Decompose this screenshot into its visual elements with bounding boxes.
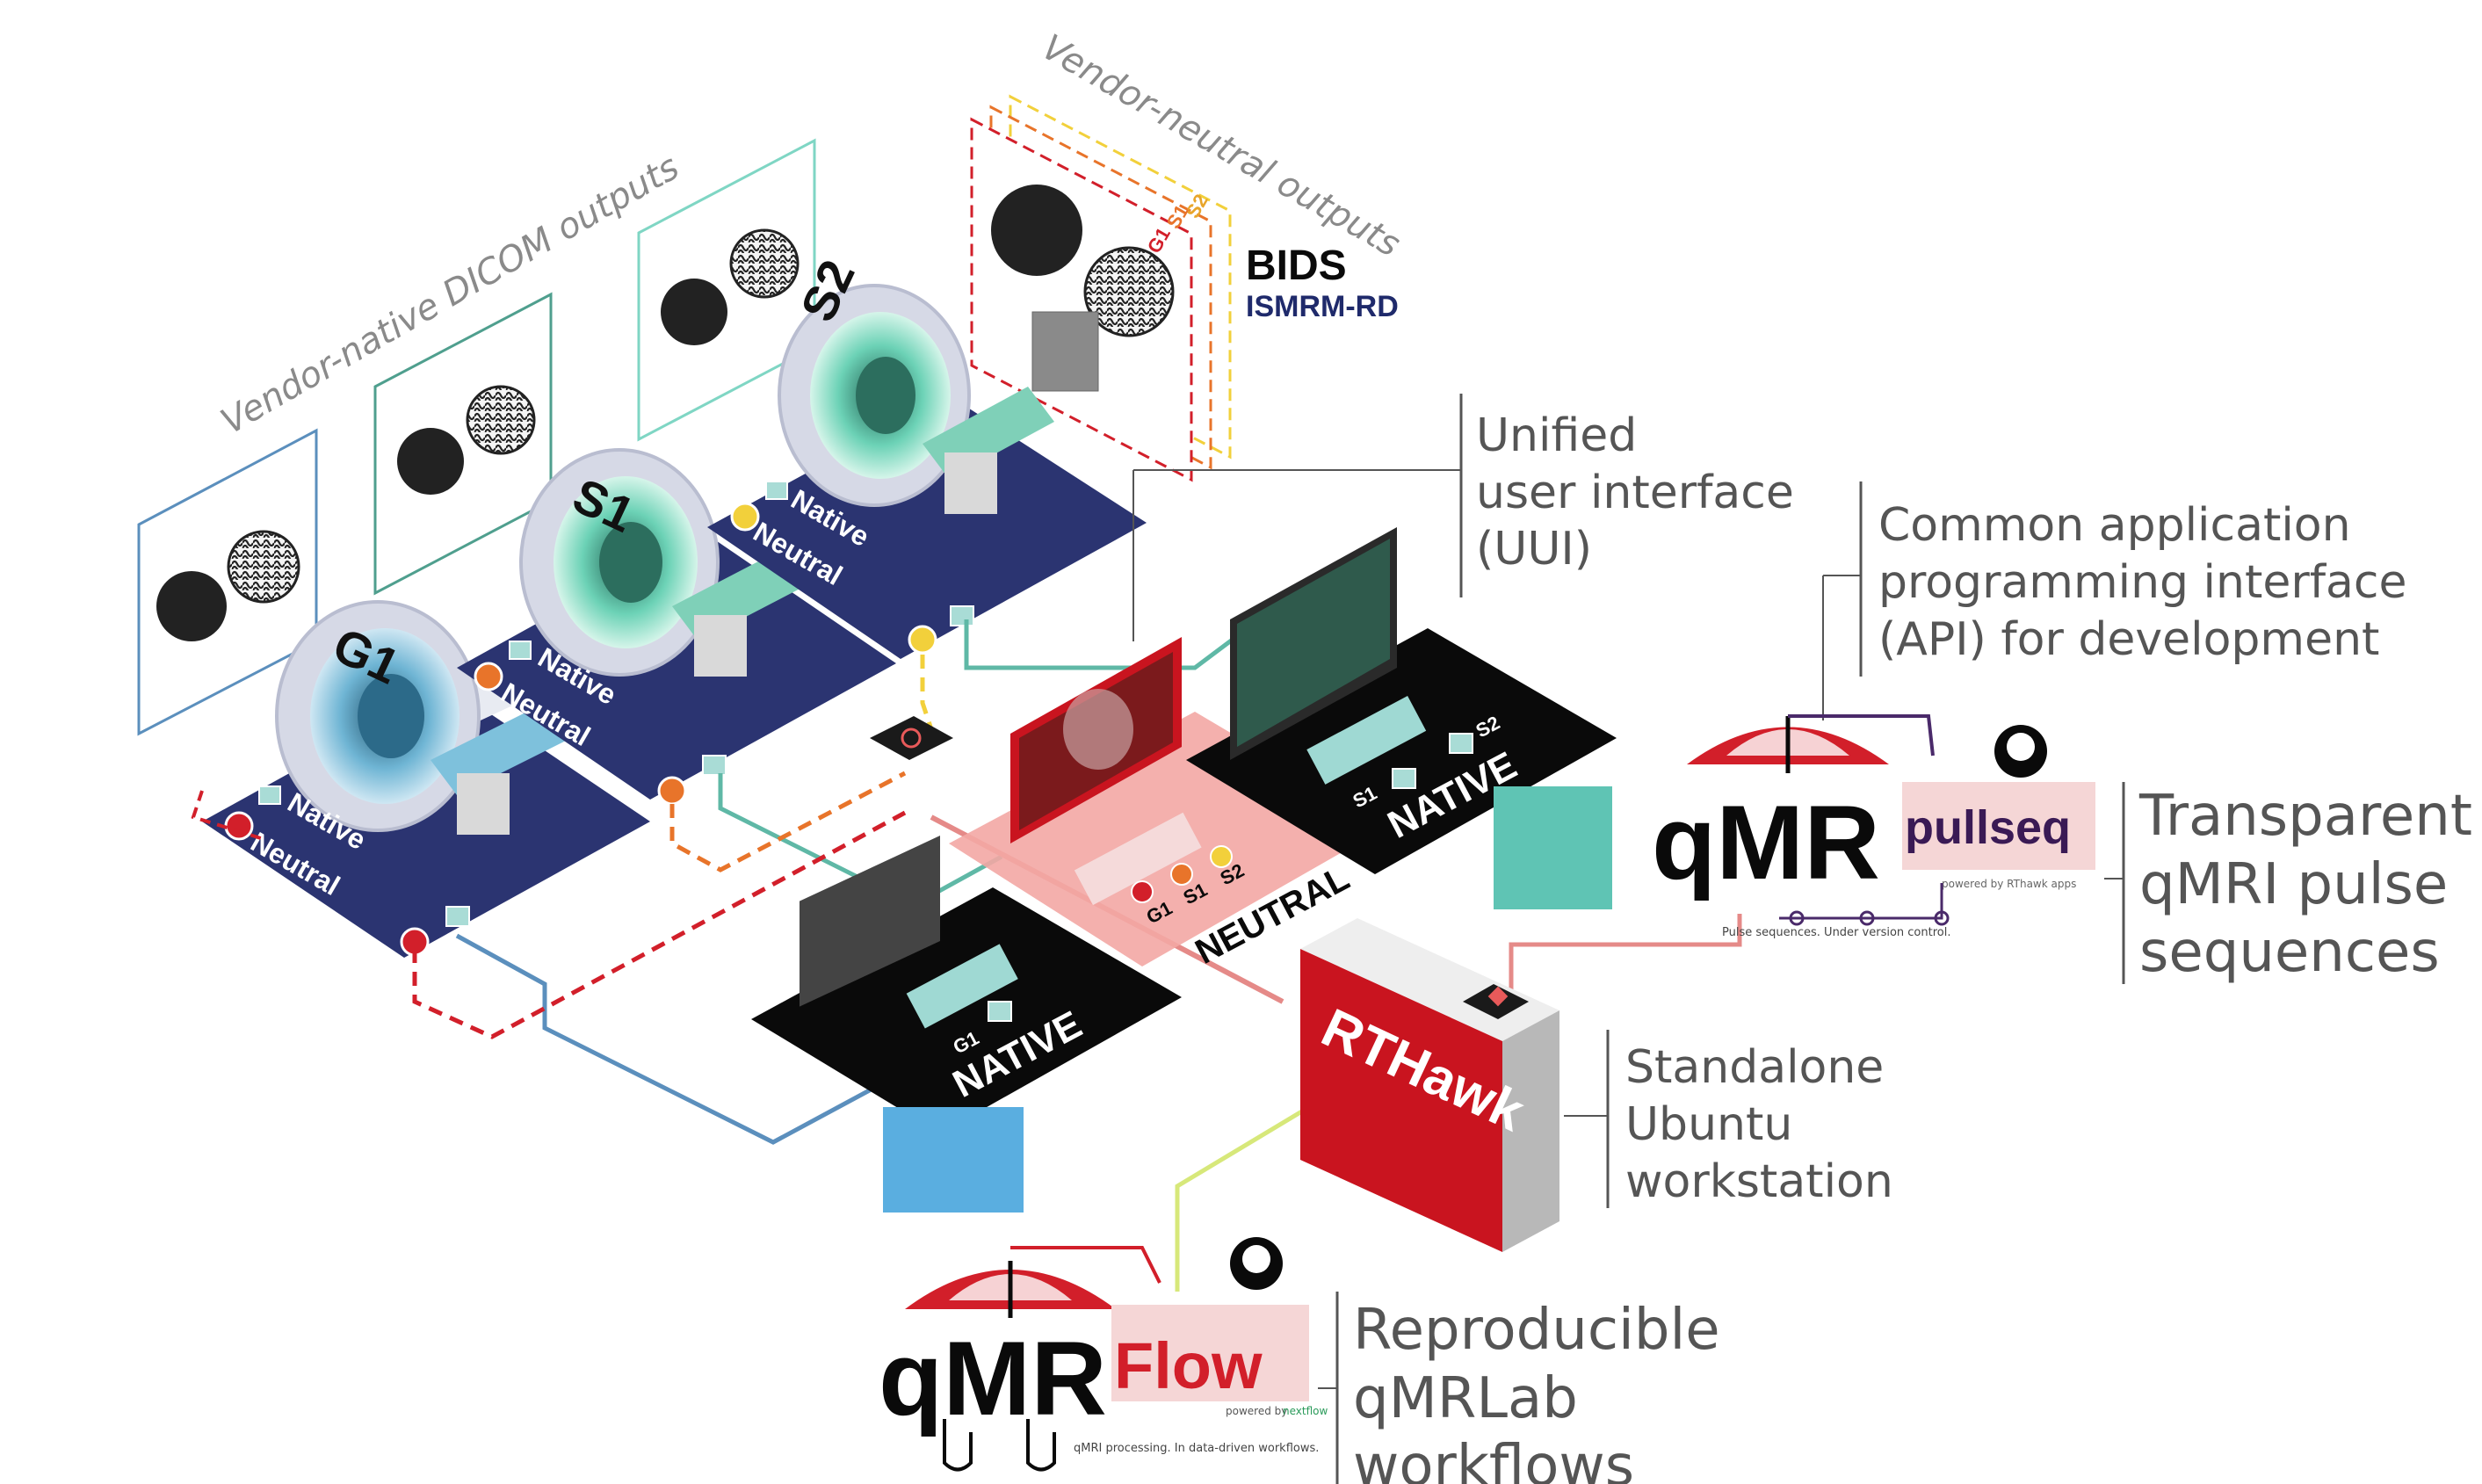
output-square-s1 [702,755,727,776]
native-link-s2 [964,613,1267,670]
phantom-icon [991,185,1082,276]
flow-tagline: qMRI processing. In data-driven workflow… [1074,1442,1319,1455]
rthawk-workstation: RTHawk [1300,918,1559,1252]
monitor-left [800,836,940,1007]
output-square-g1 [445,906,470,927]
uui-line-3: (UUI) [1476,523,1592,576]
flow-logo-suffix: Flow [1114,1329,1263,1402]
keyboard-icon [1306,696,1427,785]
output-dot-s1 [657,776,687,806]
uui-line-1: Unified [1476,409,1637,462]
neutral-link-g1 [412,810,907,1039]
neutral-dot-icon [474,662,503,691]
bids-label: BIDS [1246,243,1347,289]
workflows-line-1: Reproducible [1353,1298,1720,1363]
phantom-icon [397,428,464,495]
native-link-g1 [455,933,889,1145]
flow-link [1175,1104,1311,1292]
api-line-2: programming interface [1878,556,2406,609]
phantom-icon [661,279,727,345]
keyboard-icon [906,944,1018,1029]
scanner-room-s2: S2 Native Neutral [707,251,1147,659]
flow-logo-main: qMR [879,1320,1107,1437]
output-dot-s2 [908,625,937,655]
flow-powered-brand: nextflow [1283,1405,1328,1417]
router-box [870,716,953,760]
api-line-1: Common application [1878,499,2351,552]
output-square-s2 [950,605,974,626]
scanner-room-g1: G1 Native Neutral [202,600,650,958]
native-link-s1 [718,773,1003,908]
raw-data-image [1031,311,1099,392]
brain-icon [1083,246,1175,337]
pulse-line-3: sequences [2139,920,2440,985]
mri-scanner-s2 [778,284,1054,514]
pullseq-logo-main: qMR [1652,784,1880,901]
workflows-line-2: qMRLab [1353,1366,1578,1431]
native-square-icon [258,785,281,805]
uui-line-2: user interface [1476,467,1794,519]
ubuntu-line-1: Standalone [1625,1041,1884,1094]
native-square-icon [988,1001,1012,1022]
consoles: G1 NATIVE G1 S1 S2 NEUTRAL S1 [751,527,1617,1213]
flow-powered: powered by [1226,1405,1287,1417]
neutral-dot-icon [730,502,760,532]
console-right-native: S1 S2 NATIVE [1186,527,1617,909]
pullseq-tagline: Pulse sequences. Under version control. [1722,926,1950,939]
pullseq-logo-suffix: pullseq [1905,801,2071,854]
ubuntu-line-2: Ubuntu [1625,1098,1792,1151]
pullseq-link [1509,914,1742,993]
brain-icon [227,530,300,604]
brain-icon [466,385,536,455]
ismrmrd-label: ISMRM-RD [1246,290,1399,323]
pulse-line-2: qMRI pulse [2139,852,2448,917]
pullseq-powered: powered by RThawk apps [1942,878,2076,890]
annotations: Unified user interface (UUI) Common appl… [1132,394,2472,1484]
api-line-3: (API) for development [1878,613,2379,666]
native-square-icon [765,481,788,500]
neutral-dot-icon [224,811,254,841]
ubuntu-line-3: workstation [1625,1155,1893,1208]
neutral-link-s2 [920,655,934,730]
workflows-line-3: workflows [1353,1434,1634,1484]
scanner-room-s1: S1 Native Neutral [457,448,896,806]
native-panel-g1 [137,428,318,736]
phantom-icon [156,571,227,641]
native-square-icon [509,641,532,660]
neutral-link-s1 [669,771,907,872]
pulse-line-1: Transparent [2138,784,2472,849]
native-panel-s1 [373,292,553,596]
brain-icon [729,228,800,299]
keyboard-icon [1074,812,1202,906]
scanner-rooms: G1 Native Neutral S1 Native Neutral [202,251,1147,958]
qmr-pullseq-logo: qMR pullseq powered by RThawk apps Pulse… [1652,714,2095,939]
qmr-flow-logo: qMR Flow powered by nextflow qMRI proces… [879,1237,1328,1472]
console-left-native: G1 NATIVE [751,836,1182,1213]
